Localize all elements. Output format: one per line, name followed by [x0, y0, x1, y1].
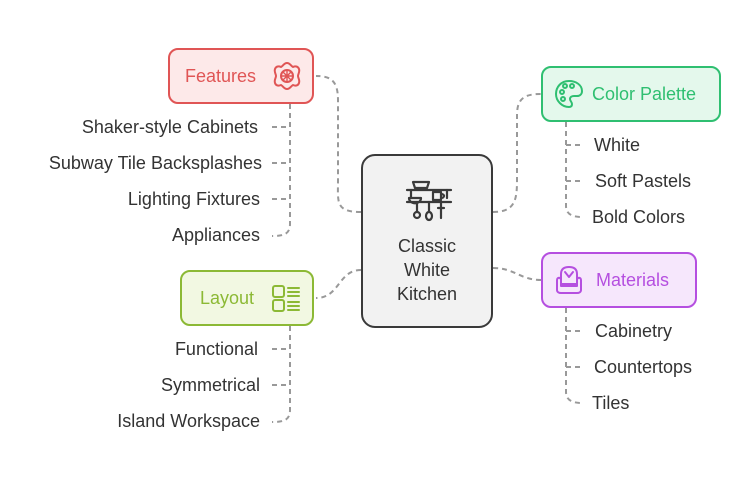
- materials-item: Tiles: [592, 393, 630, 413]
- materials-label: Materials: [596, 269, 670, 290]
- layout-label: Layout: [200, 287, 255, 308]
- layout-node: Layout: [180, 270, 314, 326]
- features-node: Features: [168, 48, 314, 104]
- link-layout: [315, 269, 362, 299]
- palette-item: Bold Colors: [592, 207, 686, 227]
- link-features: [315, 75, 362, 213]
- flower-icon: [273, 62, 301, 90]
- palette-icon: [555, 80, 583, 108]
- center-title: Classic White Kitchen: [397, 234, 457, 306]
- materials-item: Cabinetry: [595, 321, 673, 341]
- center-line-3: Kitchen: [396, 284, 458, 304]
- center-line-2: White: [403, 260, 450, 280]
- layout-item: Functional: [174, 339, 258, 359]
- link-materials: [492, 267, 542, 281]
- layout-item: Symmetrical: [160, 375, 260, 395]
- kitchen-shelf-icon: [405, 180, 453, 222]
- link-features-items: [271, 104, 291, 237]
- color-palette-node: Color Palette: [541, 66, 721, 122]
- features-item: Subway Tile Backsplashes: [48, 153, 262, 173]
- layout-item: Island Workspace: [117, 411, 260, 431]
- palette-item: Soft Pastels: [595, 171, 692, 191]
- features-label: Features: [185, 65, 257, 86]
- link-layout-items: [271, 326, 291, 423]
- car-seat-icon: [556, 266, 582, 294]
- color-palette-label: Color Palette: [592, 83, 697, 104]
- features-item: Shaker-style Cabinets: [81, 117, 258, 137]
- palette-item: White: [594, 135, 641, 155]
- link-palette: [492, 93, 542, 213]
- link-palette-items: [565, 122, 583, 218]
- center-node: Classic White Kitchen: [361, 154, 493, 328]
- center-line-1: Classic: [397, 236, 456, 256]
- features-item: Appliances: [171, 225, 260, 245]
- features-item: Lighting Fixtures: [127, 189, 260, 209]
- layout-icon: [272, 285, 300, 312]
- materials-node: Materials: [541, 252, 697, 308]
- materials-item: Countertops: [594, 357, 693, 377]
- link-materials-items: [565, 308, 583, 404]
